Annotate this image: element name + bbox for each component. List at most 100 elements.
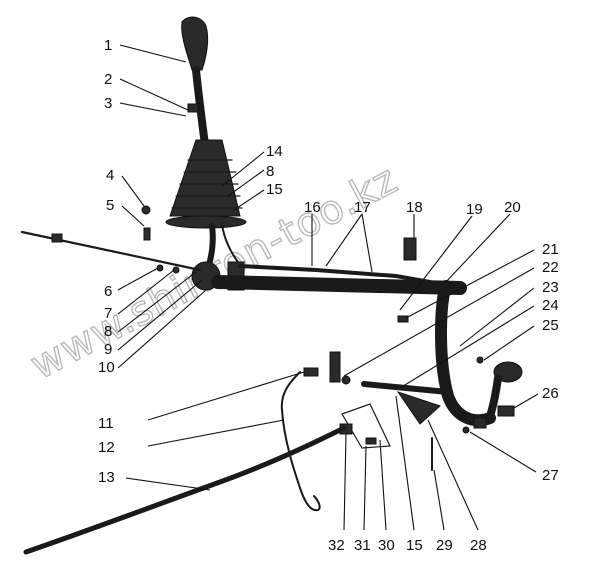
- washer-27: [462, 426, 470, 434]
- ball-joint-arm: [486, 374, 502, 420]
- boot-ribs: [171, 159, 243, 209]
- callout-3: 3: [104, 95, 112, 112]
- callout-19: 19: [466, 201, 483, 218]
- leader-11: [147, 371, 305, 421]
- leader-12: [147, 419, 285, 447]
- nut-27: [473, 417, 487, 429]
- leader-21: [405, 249, 535, 319]
- callout-16: 16: [304, 199, 321, 216]
- pin-21: [329, 351, 341, 383]
- callout-9: 9: [104, 341, 112, 358]
- callout-22: 22: [542, 259, 559, 276]
- leader-15b: [395, 395, 415, 531]
- callout-32: 32: [328, 537, 345, 554]
- leader-24: [399, 305, 535, 389]
- cable-end-11: [303, 367, 319, 377]
- callout-labels: 1 2 3 4 5 6 7 8 9 10 11 12 13 14 8 15 16…: [98, 37, 559, 554]
- leader-1: [119, 44, 187, 63]
- callout-20: 20: [504, 199, 521, 216]
- upper-link-rod: [238, 264, 398, 278]
- callout-11: 11: [98, 415, 114, 432]
- leader-2: [119, 78, 189, 111]
- long-rod: [20, 230, 202, 272]
- clamp-26: [497, 405, 515, 417]
- callout-15b: 15: [406, 537, 423, 554]
- bolt-30: [365, 437, 377, 445]
- leader-7: [117, 269, 175, 315]
- callout-27: 27: [542, 467, 559, 484]
- leader-5: [121, 205, 145, 227]
- callout-14: 14: [266, 143, 283, 160]
- leader-6: [117, 267, 159, 291]
- callout-18: 18: [406, 199, 423, 216]
- rod-clip: [51, 233, 63, 243]
- lower-rod-24: [361, 381, 451, 395]
- leader-22: [343, 267, 535, 377]
- nut-4: [141, 205, 151, 215]
- long-cable-13: [23, 425, 347, 555]
- washer-25: [476, 356, 484, 364]
- bent-shift-tube-highlight: [439, 284, 492, 422]
- callout-30: 30: [378, 537, 395, 554]
- boot-base-plate: [165, 215, 247, 229]
- lever-clip: [187, 103, 199, 113]
- leader-31: [363, 445, 367, 531]
- callout-21: 21: [542, 241, 559, 258]
- main-shift-tube-highlight: [216, 280, 462, 290]
- callout-6: 6: [104, 283, 112, 300]
- triangle-bracket: [341, 403, 391, 449]
- callout-17: 17: [354, 199, 371, 216]
- callout-13: 13: [98, 469, 115, 486]
- lever-spring-wire: [221, 223, 239, 263]
- callout-12: 12: [98, 439, 115, 456]
- leader-4: [121, 175, 145, 207]
- washer-7: [172, 266, 180, 274]
- callout-26: 26: [542, 385, 559, 402]
- long-rod-left: [20, 205, 202, 274]
- callout-5: 5: [106, 197, 114, 214]
- leader-10: [117, 289, 207, 369]
- callout-15a: 15: [266, 181, 283, 198]
- leader-8a: [117, 271, 197, 333]
- nut-23: [341, 375, 351, 385]
- leader-3: [119, 102, 187, 117]
- leader-29: [433, 469, 445, 531]
- leader-25: [483, 325, 535, 361]
- leader-20: [443, 213, 511, 285]
- leader-lines: [117, 44, 539, 531]
- leader-17b: [361, 213, 373, 273]
- link-rod-end: [394, 274, 432, 284]
- callout-4: 4: [106, 167, 114, 184]
- gear-lever: [165, 16, 247, 271]
- bolt-22: [397, 315, 409, 323]
- lever-lower-rod: [205, 223, 216, 271]
- leader-30: [379, 439, 387, 531]
- callout-7: 7: [104, 305, 112, 322]
- callout-25: 25: [542, 317, 559, 334]
- leader-13: [125, 477, 211, 491]
- lever-knob: [181, 16, 209, 71]
- leader-14: [221, 151, 265, 187]
- callout-23: 23: [542, 279, 559, 296]
- lever-boot: [169, 139, 241, 217]
- callout-10: 10: [98, 359, 115, 376]
- leader-15a: [233, 189, 265, 211]
- leader-17a: [325, 213, 363, 267]
- pin-5: [143, 227, 151, 241]
- plate-28: [396, 391, 441, 425]
- leader-23: [459, 287, 535, 347]
- callout-29: 29: [436, 537, 453, 554]
- callout-8b: 8: [266, 163, 274, 180]
- wire-cable: [280, 371, 321, 512]
- callout-24: 24: [542, 297, 559, 314]
- callout-2: 2: [104, 71, 112, 88]
- callout-8a: 8: [104, 323, 112, 340]
- callout-1: 1: [104, 37, 112, 54]
- leader-9: [117, 279, 203, 351]
- leader-27: [469, 431, 537, 473]
- callout-31: 31: [354, 537, 371, 554]
- leader-28: [427, 419, 479, 531]
- leader-32: [343, 433, 347, 531]
- leader-19: [399, 215, 473, 311]
